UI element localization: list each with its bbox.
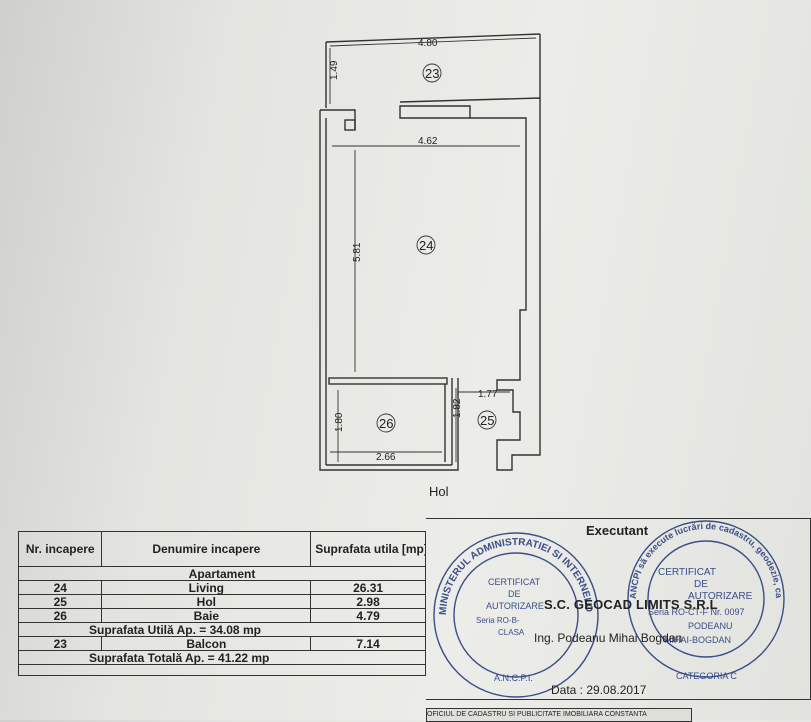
company-name: S.C. GEOCAD LIMITS S.R.L	[544, 597, 718, 612]
svg-text:Seria RO-B-: Seria RO-B-	[476, 616, 520, 625]
svg-text:A.N.C.P.I.: A.N.C.P.I.	[494, 673, 533, 683]
balcony-outline	[325, 33, 541, 108]
document-date: Data : 29.08.2017	[551, 683, 647, 697]
svg-text:DE: DE	[694, 579, 708, 590]
svg-text:25: 25	[480, 413, 494, 428]
dim-bath-width: 2.66	[376, 452, 396, 463]
svg-text:24: 24	[419, 238, 433, 253]
header-room-name: Denumire incapere	[101, 531, 312, 567]
svg-text:CATEGORIA C: CATEGORIA C	[676, 671, 737, 681]
dim-living-width: 4.62	[418, 136, 438, 147]
svg-text:26: 26	[379, 416, 393, 431]
svg-text:CERTIFICAT: CERTIFICAT	[488, 577, 541, 587]
dimension-lines	[329, 48, 520, 462]
dim-bath-side: 1.82	[452, 398, 463, 418]
svg-text:AUTORIZARE: AUTORIZARE	[688, 591, 753, 602]
svg-text:PODEANU: PODEANU	[688, 621, 733, 631]
useful-area-total: Suprafata Utilă Ap. = 34.08 mp	[18, 622, 426, 637]
svg-text:CLASA: CLASA	[498, 628, 525, 637]
room-marker-24: 24	[416, 235, 436, 255]
engineer-name: Ing. Podeanu Mihai Bogdan	[534, 631, 683, 645]
room-area-table: Nr. incapere Denumire incapere Suprafata…	[17, 531, 426, 676]
executant-box: MINISTERUL ADMINISTRATIEI SI INTERNELOR …	[426, 518, 811, 700]
stamps: MINISTERUL ADMINISTRATIEI SI INTERNELOR …	[426, 519, 785, 698]
svg-text:AUTORIZARE: AUTORIZARE	[486, 601, 544, 611]
svg-text:23: 23	[425, 66, 439, 81]
dim-balcony-depth: 1.49	[329, 60, 340, 80]
dim-living-depth: 5.81	[352, 242, 363, 262]
header-room-area: Suprafata utila [mp]	[310, 531, 426, 567]
svg-text:DE: DE	[508, 589, 521, 599]
executant-title: Executant	[586, 523, 649, 538]
apartment-label: Apartament	[18, 566, 426, 581]
svg-text:Seria RO-CT-F Nr. 0097: Seria RO-CT-F Nr. 0097	[648, 607, 745, 617]
dim-balcony-width: 4.80	[418, 38, 438, 49]
corridor-label: Hol	[429, 484, 449, 499]
room-marker-25: 25	[477, 410, 497, 430]
svg-text:CERTIFICAT: CERTIFICAT	[658, 567, 716, 578]
dim-bath-depth: 1.80	[334, 412, 345, 432]
svg-text:MIHAI-BOGDAN: MIHAI-BOGDAN	[664, 635, 731, 645]
dim-hall-width: 1.77	[478, 389, 498, 400]
apartment-outline	[319, 97, 541, 471]
header-room-number: Nr. incapere	[17, 531, 103, 567]
room-marker-26: 26	[376, 413, 396, 433]
room-marker-23: 23	[422, 63, 442, 83]
total-area: Suprafata Totală Ap. = 41.22 mp	[18, 650, 426, 665]
